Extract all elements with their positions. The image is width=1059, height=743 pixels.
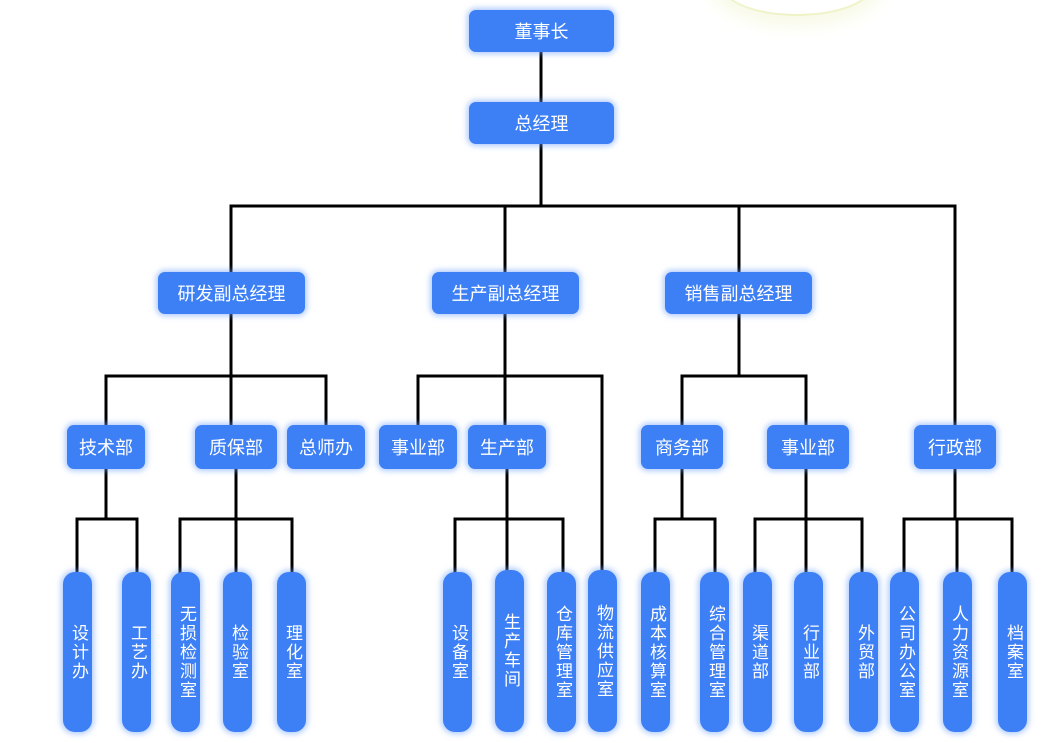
connector-commerce-units [653,467,717,574]
node-sales-vp: 销售副总经理 [665,272,812,314]
node-inspection-room: 检验室 [223,572,252,732]
connector-business-units [753,467,864,574]
connector-admin-units [902,467,1014,574]
node-commerce-dept: 商务部 [641,425,723,469]
node-foreign-trade-dept: 外贸部 [849,572,878,732]
connector-qa-units [178,467,294,574]
connector-prod-bus [416,312,604,572]
node-channel-dept: 渠道部 [743,572,772,732]
connector-tech-units [75,467,139,574]
node-industry-dept: 行业部 [794,572,823,732]
connector-production-units [453,467,565,574]
connector-rd-bus [104,312,328,427]
node-warehouse-room: 仓库管理室 [547,572,576,732]
node-business-unit-sales: 事业部 [767,425,849,469]
node-production-workshop: 生产车间 [495,570,524,732]
node-general-manager: 总经理 [469,102,614,144]
node-general-mgmt-room: 综合管理室 [700,572,729,732]
node-production-dept: 生产部 [468,425,546,469]
node-design-office: 设计办 [63,572,92,732]
node-equipment-room: 设备室 [443,572,472,732]
node-ndt-room: 无损检测室 [171,572,200,732]
node-archive-room: 档案室 [998,572,1027,732]
node-chairman: 董事长 [469,10,614,52]
node-production-vp: 生产副总经理 [432,272,579,314]
node-hr-room: 人力资源室 [943,572,972,732]
connector-sales-bus [680,312,808,427]
node-logistics-room: 物流供应室 [588,570,617,732]
node-physchem-room: 理化室 [277,572,306,732]
node-tech-dept: 技术部 [67,425,145,469]
node-costing-room: 成本核算室 [641,572,670,732]
node-rd-vp: 研发副总经理 [158,272,305,314]
node-admin-dept: 行政部 [914,425,996,469]
node-business-unit-prod: 事业部 [379,425,457,469]
node-chief-engineer-office: 总师办 [287,425,365,469]
node-qa-dept: 质保部 [195,425,277,469]
node-company-office: 公司办公室 [890,572,919,732]
node-process-office: 工艺办 [122,572,151,732]
